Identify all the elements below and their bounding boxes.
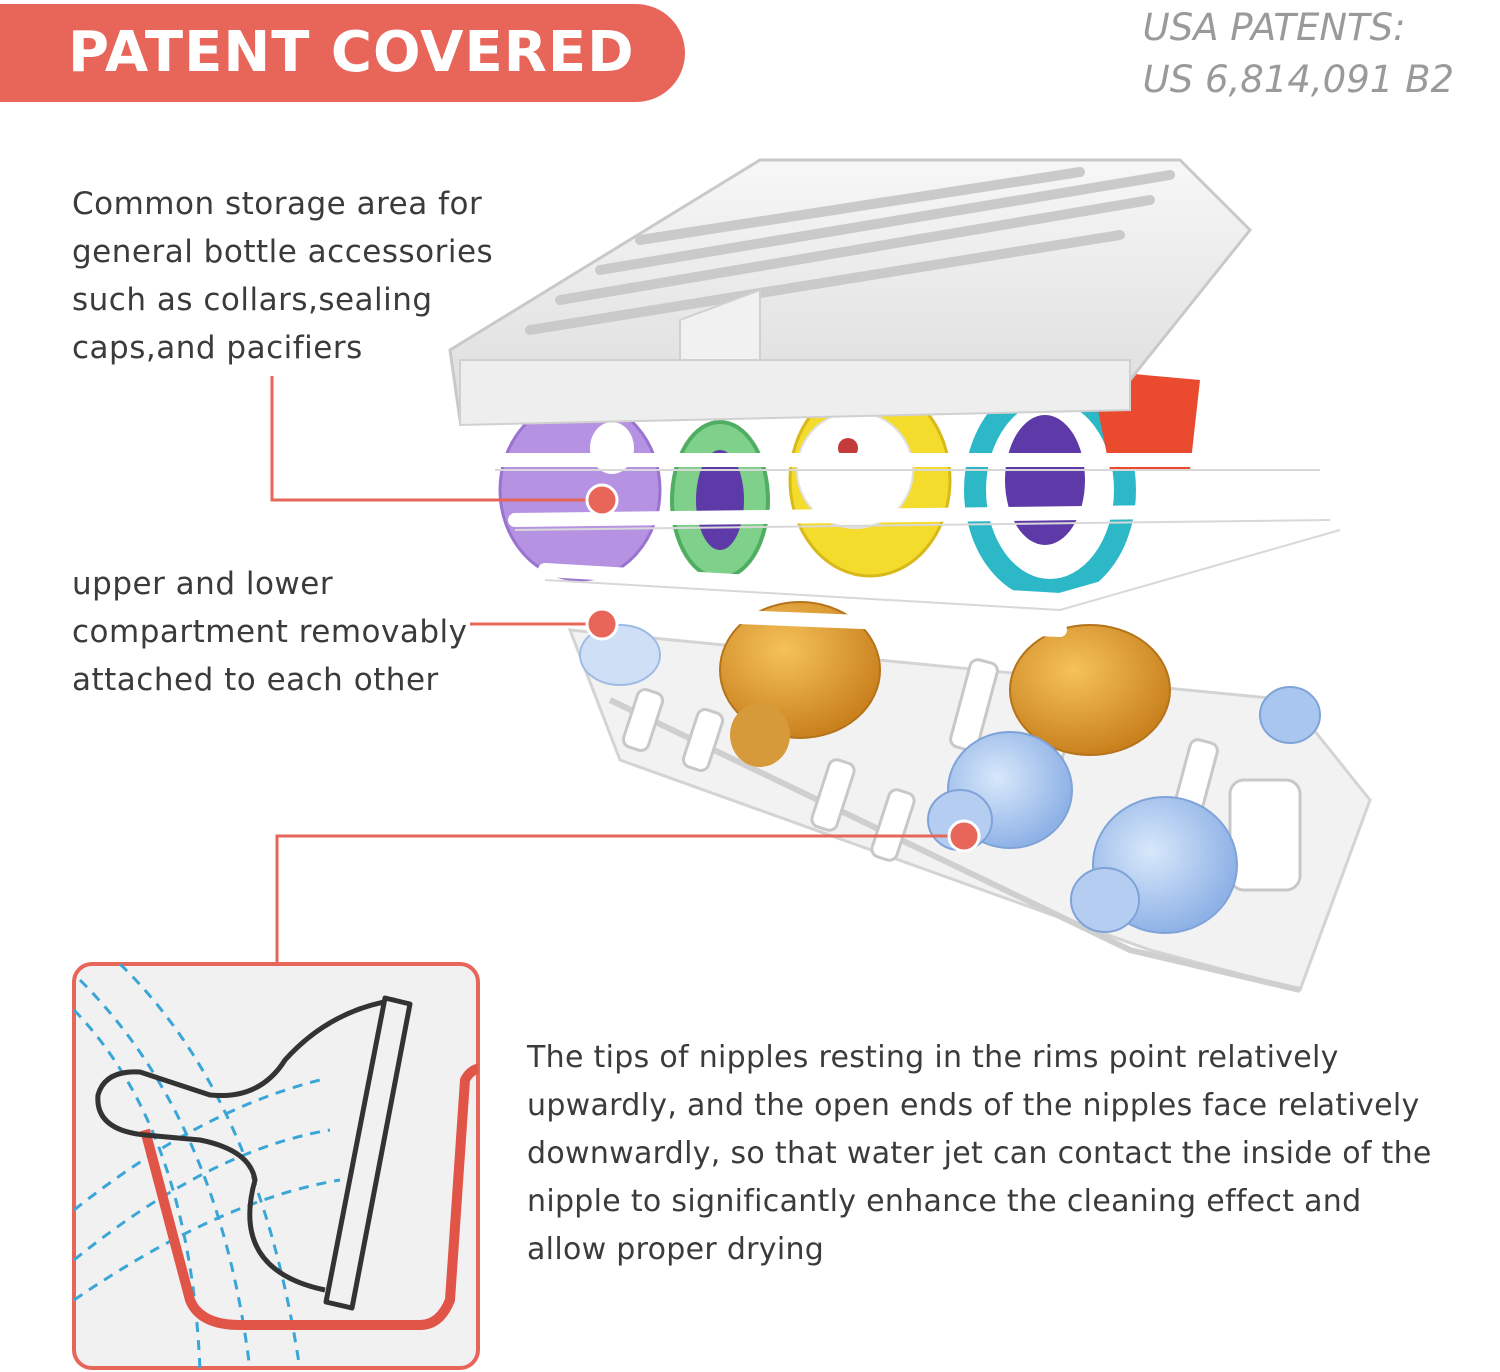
- nipple-marker-dot: [947, 819, 981, 853]
- nipple-outline: [95, 997, 396, 1293]
- storage-marker-dot: [585, 483, 619, 517]
- rim-outline: [140, 1063, 478, 1330]
- basket-side-ribs: [1176, 235, 1404, 521]
- storage-caption: Common storage area for general bottle a…: [72, 186, 494, 366]
- patent-heading: USA PATENTS:: [1142, 6, 1406, 49]
- compartment-caption: upper and lower compartment removably at…: [72, 566, 468, 698]
- patent-info: USA PATENTS: US 6,814,091 B2: [1143, 2, 1454, 106]
- nipple-leader-line: [275, 834, 964, 962]
- nipple-collar-flange: [323, 995, 413, 1311]
- basket-lid: [448, 158, 1253, 427]
- upper-basket-frame: [488, 453, 1347, 637]
- compartment-marker-dot: [585, 607, 619, 641]
- patent-covered-badge: PATENT COVERED: [0, 4, 685, 102]
- storage-leader-line: [270, 376, 602, 502]
- amber-nipples: [719, 601, 1171, 767]
- nipple-caption: The tips of nipples resting in the rims …: [527, 1040, 1432, 1267]
- badge-label: PATENT COVERED: [68, 20, 635, 85]
- patent-number: US 6,814,091 B2: [1142, 58, 1454, 101]
